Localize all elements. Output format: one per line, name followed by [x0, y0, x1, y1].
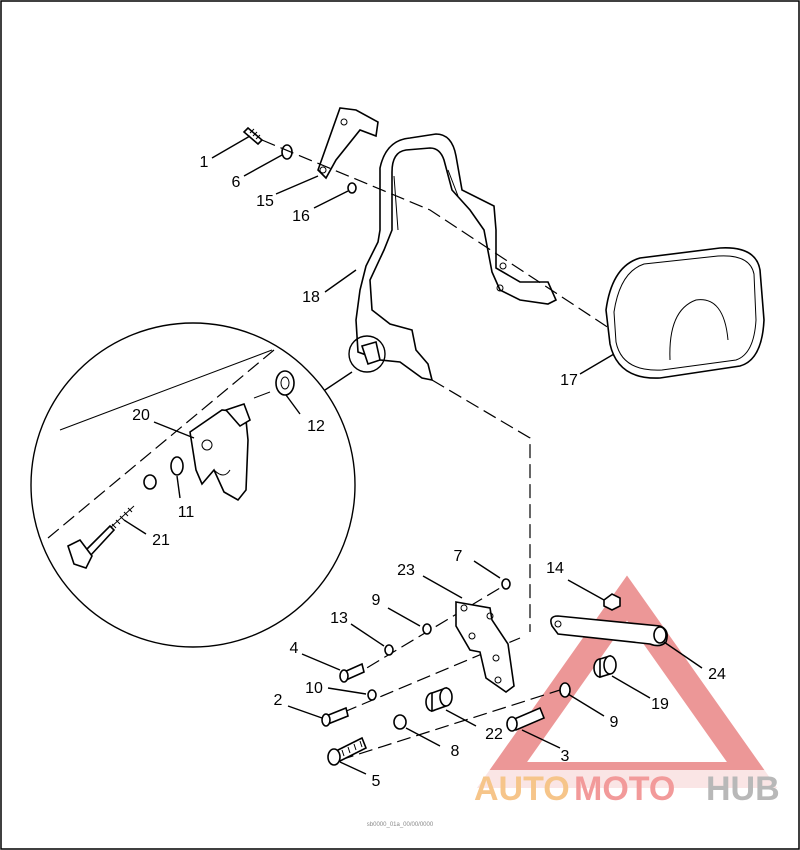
callout-12: 12	[307, 418, 325, 435]
spring-part-21	[109, 505, 135, 529]
nut-part-14	[603, 593, 621, 611]
callout-15: 15	[256, 193, 274, 210]
leader-lines	[123, 135, 703, 775]
bracket-part-15	[317, 107, 379, 180]
spacer-part-16	[347, 182, 357, 194]
callout-20: 20	[132, 407, 150, 424]
callout-2: 2	[274, 692, 283, 709]
sissy-bar-upright-part-18	[355, 133, 558, 382]
detail-axis-line	[47, 349, 275, 539]
callout-21: 21	[152, 532, 170, 549]
callout-9-upper: 9	[372, 592, 381, 609]
callout-9-lower: 9	[610, 714, 619, 731]
washer-part-8	[393, 714, 407, 730]
callout-1: 1	[200, 154, 209, 171]
mounting-bracket-part-23	[455, 601, 515, 693]
callout-24: 24	[708, 666, 726, 683]
detail-magnifier-circle	[30, 322, 356, 648]
callout-13: 13	[330, 610, 348, 627]
latch-detail-marker	[348, 335, 386, 373]
washer-part-11	[170, 456, 184, 476]
callout-14: 14	[546, 560, 564, 577]
magnifier-pointer	[324, 371, 353, 391]
callout-10: 10	[305, 680, 323, 697]
callout-22: 22	[485, 726, 503, 743]
figure-id-text: sb0000_01a_00/00/0000	[367, 822, 434, 828]
grommet-part-22	[425, 686, 453, 713]
align-line-vertical	[431, 379, 531, 632]
callout-11: 11	[178, 504, 195, 521]
bushing-part	[143, 474, 157, 490]
watermark-moto: MOTO	[574, 770, 675, 808]
backrest-pad-part-17	[605, 247, 765, 379]
plunger-knob	[67, 538, 93, 569]
callout-18: 18	[302, 289, 320, 306]
callout-8: 8	[451, 743, 460, 760]
washer-part-9-upper	[422, 623, 432, 635]
watermark-auto: AUTO	[474, 770, 570, 808]
grommet-part-19	[593, 654, 617, 679]
washer-part-7	[501, 578, 511, 590]
callout-17: 17	[560, 372, 578, 389]
callout-6: 6	[232, 174, 241, 191]
callout-7: 7	[454, 548, 463, 565]
bolt-part-5	[327, 736, 368, 766]
washer-part-9-lower	[559, 682, 571, 698]
pin-part	[253, 391, 271, 399]
callout-23: 23	[397, 562, 415, 579]
watermark-hub: HUB	[706, 770, 780, 808]
strap-part-24	[550, 615, 668, 647]
bolt-part-4	[339, 662, 365, 683]
washer-part-13	[384, 644, 394, 656]
washer-part-10	[367, 689, 377, 701]
screw-part-1	[242, 126, 264, 146]
bolt-part-2	[321, 706, 349, 727]
callout-16: 16	[292, 208, 310, 225]
washer-part-12	[275, 370, 295, 396]
align-line-top	[261, 139, 613, 331]
latch-hook-part-20	[189, 402, 251, 502]
latch-small-icon	[360, 340, 381, 366]
callout-4: 4	[290, 640, 299, 657]
callout-19: 19	[651, 696, 669, 713]
callout-3: 3	[561, 748, 570, 765]
bolt-part-3	[506, 706, 546, 732]
callout-5: 5	[372, 773, 381, 790]
watermark-logo: AUTO MOTO HUB	[470, 770, 792, 808]
